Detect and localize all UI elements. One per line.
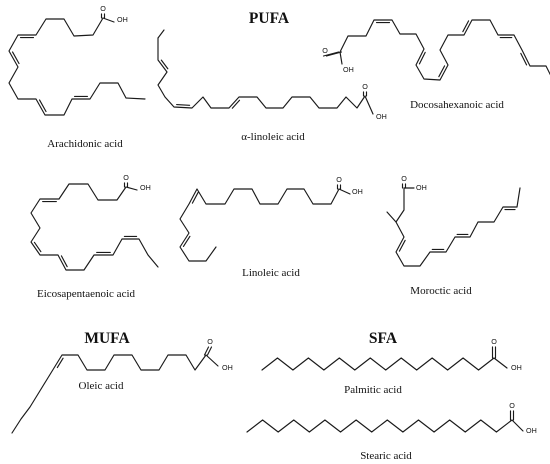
molecule-arachidonic: O OH <box>8 4 146 116</box>
label-layer: PUFA MUFA SFA Arachidonic acid α-linoleic ac… <box>37 10 504 462</box>
name-moroctic: Moroctic acid <box>410 285 472 297</box>
linoleic-hydroxyl-bond <box>338 188 351 195</box>
palmitic-hydroxyl-label: OH <box>511 363 522 372</box>
name-arachidonic: Arachidonic acid <box>47 138 123 150</box>
oleic-hydroxyl-label: OH <box>222 363 233 372</box>
arachidonic-carbon-chain <box>8 17 146 116</box>
docosahexanoic-carbon-chain <box>339 19 550 81</box>
docosahexanoic-carbonyl-bond <box>322 51 340 57</box>
linoleic-hydroxyl-label: OH <box>352 187 363 196</box>
alpha-linoleic-oxygen-label: O <box>362 82 368 91</box>
stearic-hydroxyl-label: OH <box>526 426 537 435</box>
molecule-oleic: O OH <box>11 337 233 434</box>
palmitic-oxygen-label: O <box>491 337 497 346</box>
alpha-linoleic-hydroxyl-label: OH <box>376 112 387 121</box>
oleic-double-bond <box>56 357 64 369</box>
name-eicosapentaenoic: Eicosapentaenoic acid <box>37 288 136 300</box>
group-title-pufa: PUFA <box>249 10 290 27</box>
arachidonic-double-bond <box>11 51 20 65</box>
moroctic-oxygen-label: O <box>401 174 407 183</box>
oleic-carbon-chain <box>11 354 207 434</box>
docosahexanoic-double-bond <box>438 65 446 78</box>
docosahexanoic-double-bond <box>520 52 528 66</box>
alpha-linoleic-hydroxyl-bond <box>364 95 374 115</box>
name-alpha-linoleic: α-linoleic acid <box>241 131 305 143</box>
stearic-carbon-chain <box>246 419 513 433</box>
moroctic-carbon-chain <box>386 211 397 223</box>
eicosapentaenoic-oxygen-label: O <box>123 173 129 182</box>
palmitic-hydroxyl-bond <box>493 357 508 369</box>
oleic-oxygen-label: O <box>207 337 213 346</box>
alpha-linoleic-double-bond <box>231 99 241 109</box>
name-docosahexanoic: Docosahexanoic acid <box>410 99 504 111</box>
alpha-linoleic-double-bond <box>160 59 169 70</box>
eicosapentaenoic-carbon-chain <box>30 183 159 271</box>
moroctic-double-bond <box>398 239 406 252</box>
moroctic-carbon-chain <box>395 187 521 267</box>
molecule-moroctic: O OH <box>386 174 521 267</box>
docosahexanoic-double-bond <box>462 20 470 33</box>
arachidonic-oxygen-label: O <box>100 4 106 13</box>
alpha-linoleic-carbon-chain <box>157 37 366 109</box>
arachidonic-hydroxyl-bond <box>102 17 115 23</box>
molecule-eicosapentaenoic: O OH <box>30 173 159 271</box>
alpha-linoleic-double-bond <box>176 103 191 106</box>
group-title-mufa: MUFA <box>84 330 130 347</box>
molecule-stearic: O OH <box>246 401 537 435</box>
name-palmitic: Palmitic acid <box>344 384 402 396</box>
moroctic-hydroxyl-label: OH <box>416 183 427 192</box>
arachidonic-double-bond <box>38 99 47 113</box>
molecule-docosahexanoic: O OH <box>322 19 550 81</box>
linoleic-oxygen-label: O <box>336 175 342 184</box>
name-stearic: Stearic acid <box>360 450 412 462</box>
docosahexanoic-hydroxyl-bond <box>339 51 343 65</box>
oleic-carbonyl-bond <box>203 346 210 356</box>
docosahexanoic-oxygen-label: O <box>322 46 328 55</box>
molecule-linoleic: O OH <box>179 175 363 262</box>
linoleic-carbon-chain <box>179 188 340 262</box>
eicosapentaenoic-double-bond <box>33 241 42 253</box>
name-linoleic: Linoleic acid <box>242 267 300 279</box>
docosahexanoic-hydroxyl-label: OH <box>343 65 354 74</box>
oleic-carbonyl-bond <box>206 346 213 356</box>
arachidonic-hydroxyl-label: OH <box>117 15 128 24</box>
linoleic-double-bond <box>191 191 199 204</box>
molecule-palmitic: O OH <box>261 337 522 372</box>
linoleic-double-bond <box>182 235 191 248</box>
stearic-hydroxyl-bond <box>511 419 524 432</box>
eicosapentaenoic-double-bond <box>60 255 68 268</box>
group-title-sfa: SFA <box>369 330 398 347</box>
oleic-hydroxyl-bond <box>205 354 219 367</box>
eicosapentaenoic-hydroxyl-label: OH <box>140 183 151 192</box>
docosahexanoic-double-bond <box>418 51 426 65</box>
name-oleic: Oleic acid <box>79 380 124 392</box>
molecule-alpha-linoleic: O OH <box>157 29 387 121</box>
molecule-layer: O OH O OH O OH O OH O OH O OH O OH O OH O OH <box>8 4 550 435</box>
docosahexanoic-carbonyl-bond <box>325 51 343 57</box>
eicosapentaenoic-hydroxyl-bond <box>125 186 138 191</box>
stearic-oxygen-label: O <box>509 401 515 410</box>
alpha-linoleic-carbon-chain <box>157 29 165 39</box>
palmitic-carbon-chain <box>261 357 495 371</box>
